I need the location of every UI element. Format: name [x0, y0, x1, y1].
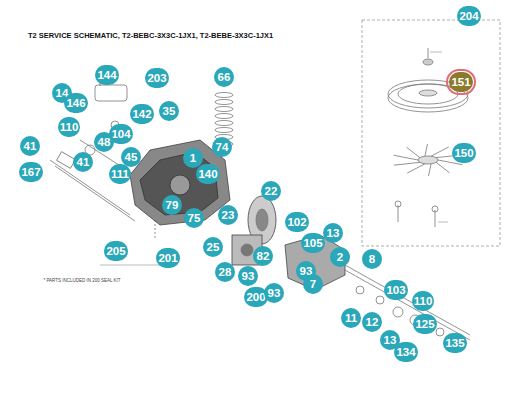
callout-number: 13 — [323, 223, 343, 243]
callout-number: 205 — [104, 241, 127, 261]
callout-number: 2 — [330, 247, 350, 267]
callout-number: 167 — [19, 162, 42, 182]
callout-number: 93 — [264, 283, 284, 303]
callout-number: 82 — [253, 246, 273, 266]
callout-number: 11 — [341, 308, 361, 328]
callout-number: 203 — [145, 68, 168, 88]
callout-number: 151 — [449, 72, 472, 92]
callout-number: 7 — [303, 274, 323, 294]
callout-number: 41 — [20, 136, 40, 156]
callout-number: 144 — [95, 65, 118, 85]
callout-number: 134 — [394, 342, 417, 362]
callout-number: 93 — [238, 266, 258, 286]
inset-frame — [362, 20, 500, 246]
callout-number: 23 — [218, 205, 238, 225]
callout-number: 28 — [215, 262, 235, 282]
center-section — [232, 196, 276, 265]
note-text: * PARTS INCLUDED IN 200 SEAL KIT — [42, 278, 121, 283]
callout-number: 140 — [196, 164, 219, 184]
callout-number: 8 — [362, 249, 382, 269]
callout-number: 41 — [73, 152, 93, 172]
callout-number: 204 — [457, 6, 480, 26]
callout-number: 12 — [362, 312, 382, 332]
screws — [395, 201, 448, 227]
callout-number: 110 — [412, 291, 435, 311]
callout-number: 201 — [156, 248, 179, 268]
callout-number: 150 — [452, 143, 475, 163]
callout-number: 125 — [413, 314, 436, 334]
callout-number: 146 — [64, 93, 87, 113]
callout-number: 66 — [214, 67, 234, 87]
callout-number: 74 — [212, 137, 232, 157]
callout-number: 103 — [384, 280, 407, 300]
callout-number: 111 — [109, 164, 131, 184]
callout-number: 105 — [301, 233, 324, 253]
callout-number: 48 — [94, 132, 114, 152]
callout-number: 22 — [261, 181, 281, 201]
callout-number: 110 — [58, 117, 81, 137]
callout-number: 35 — [159, 101, 179, 121]
callout-number: 25 — [203, 237, 223, 257]
title: T2 SERVICE SCHEMATIC, T2-BEBC-3X3C-1JX1,… — [28, 31, 273, 40]
callout-number: 79 — [162, 195, 182, 215]
callout-number: 135 — [443, 333, 466, 353]
callout-number: 102 — [285, 212, 308, 232]
callout-number: 75 — [184, 208, 204, 228]
callout-number: 142 — [130, 104, 153, 124]
